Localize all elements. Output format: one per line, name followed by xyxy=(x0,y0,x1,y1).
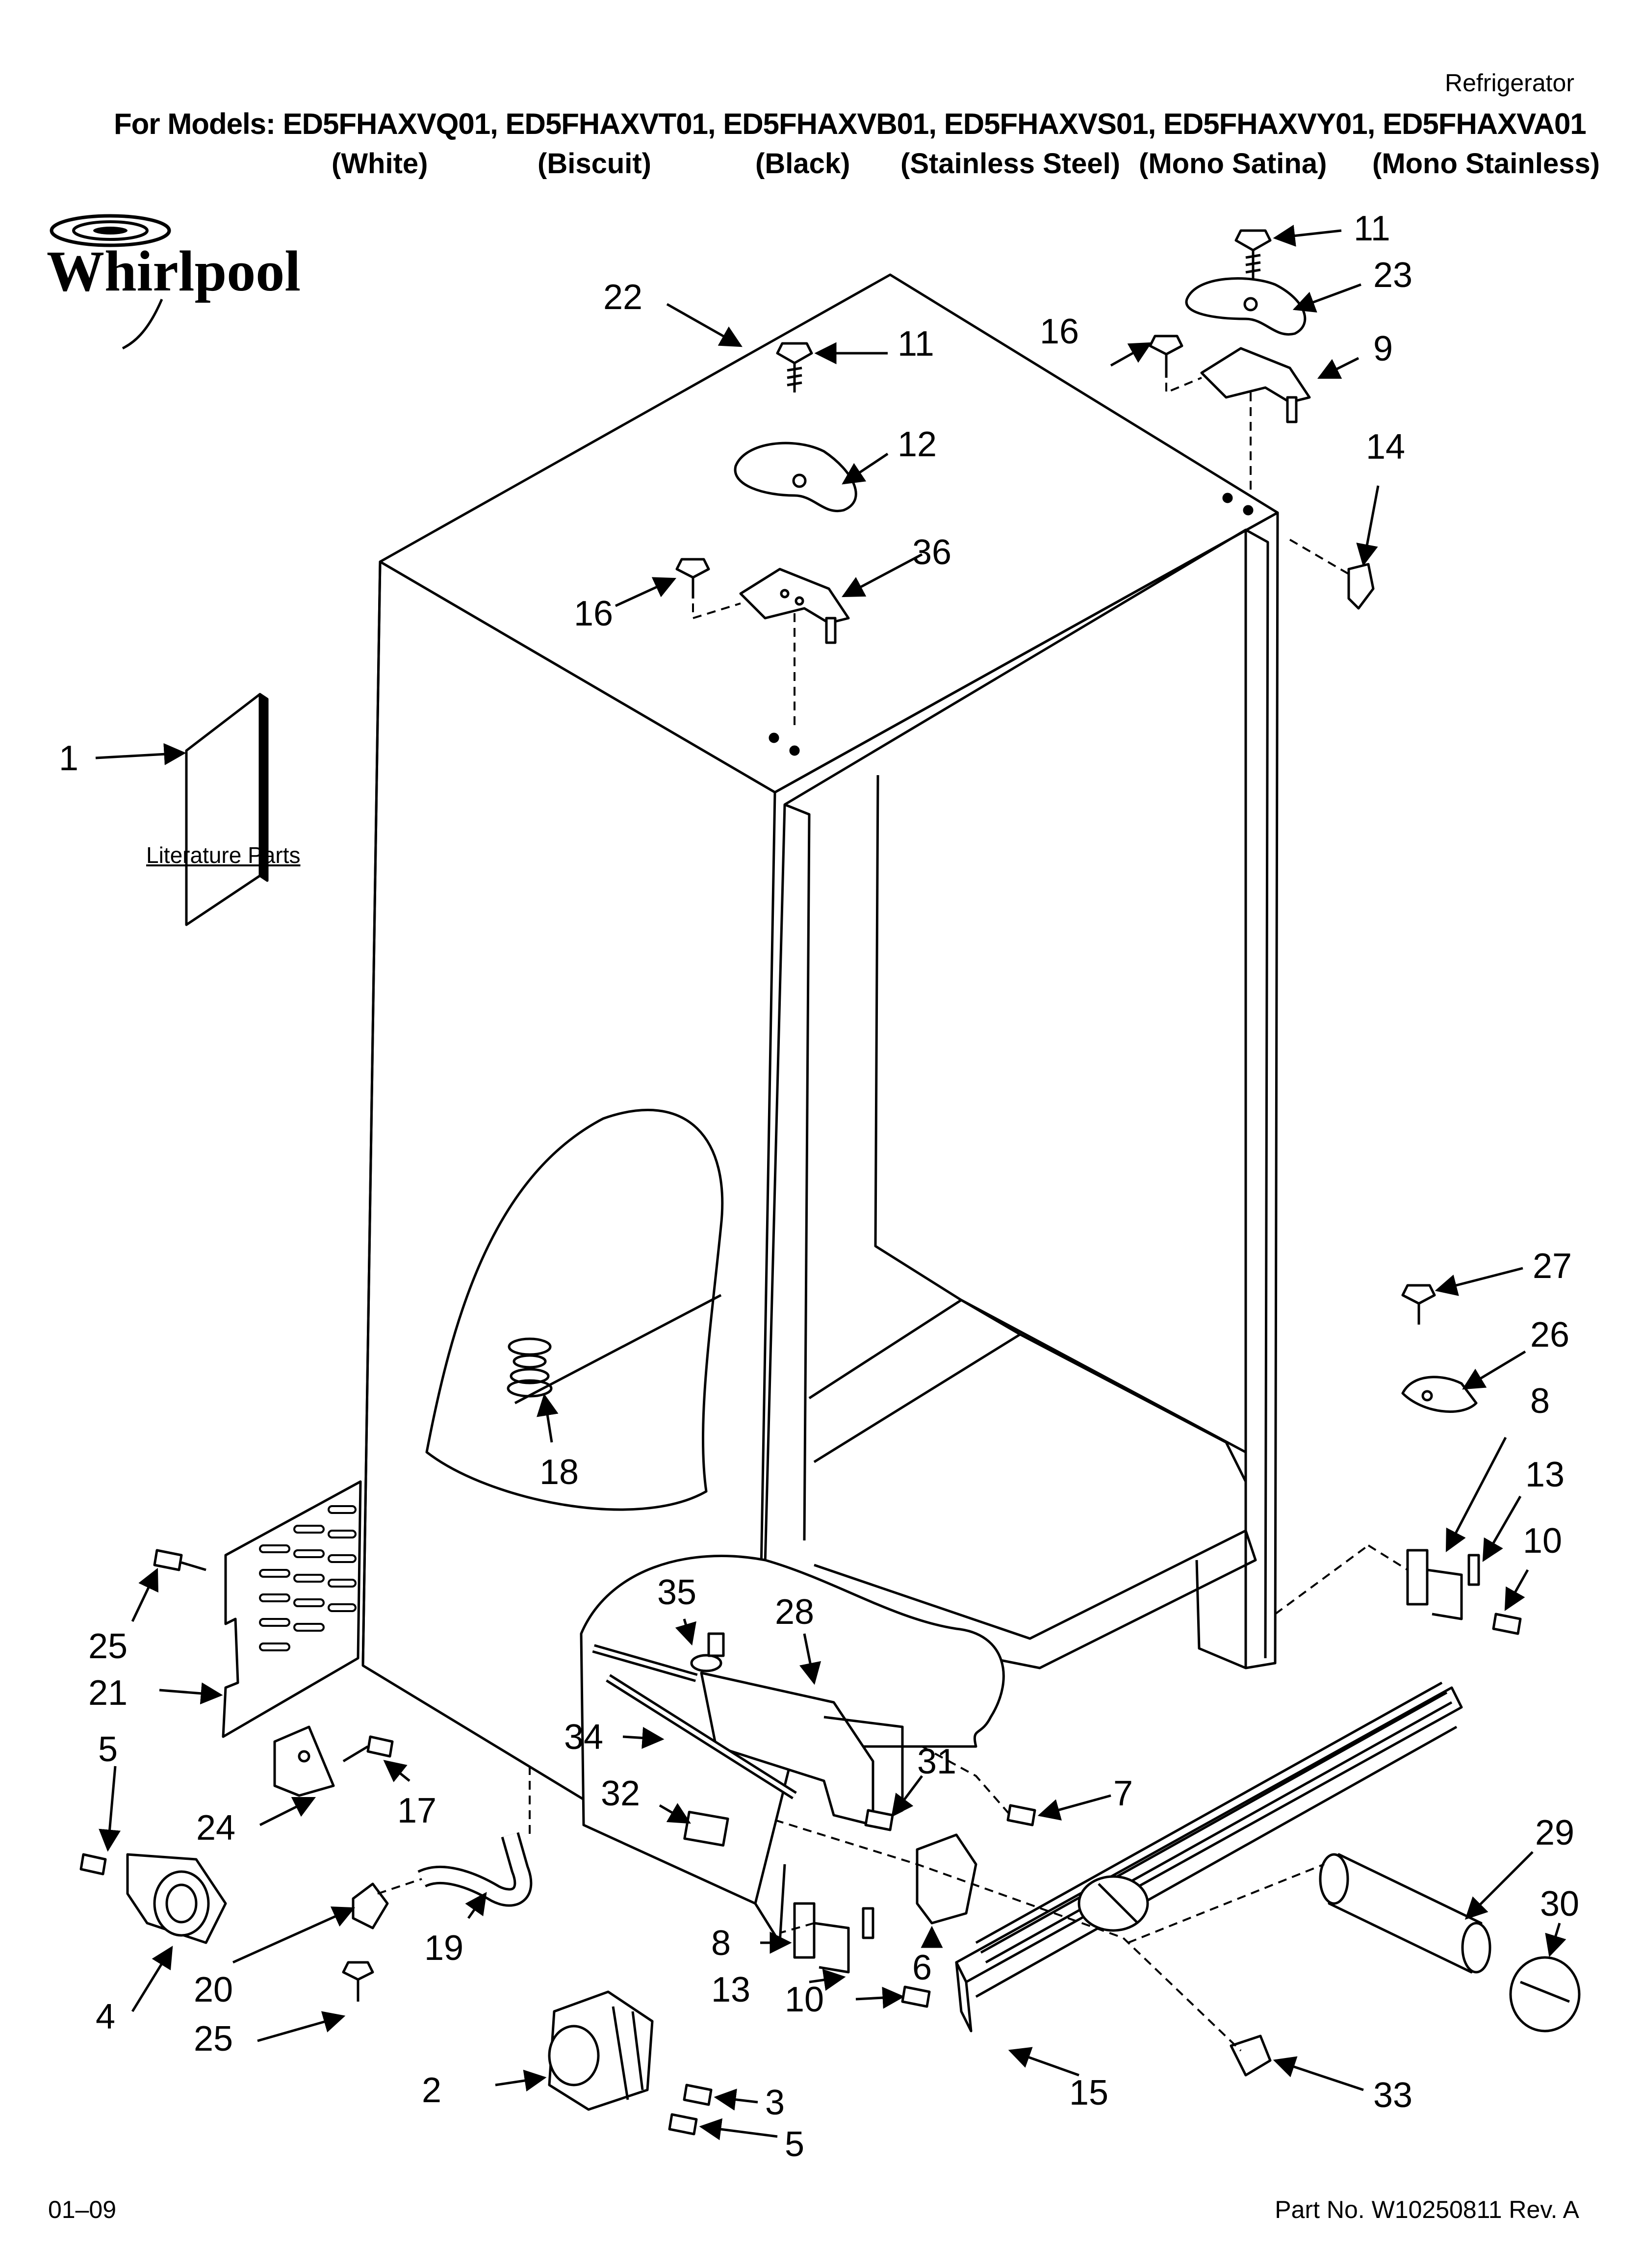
screw-31 xyxy=(864,1809,894,1831)
callout-27: 27 xyxy=(1533,1247,1572,1286)
category-label: Refrigerator xyxy=(1445,69,1574,97)
part-number: Part No. W10250811 Rev. A xyxy=(1275,2196,1579,2223)
part-2-wheel-assembly xyxy=(548,1990,654,2111)
part-23-hinge-cover xyxy=(1185,277,1307,336)
callout-13-lower: 13 xyxy=(711,1970,750,2009)
part-1-literature-booklet xyxy=(185,693,269,926)
part-15-base-grille xyxy=(955,1681,1463,2033)
callout-2: 2 xyxy=(422,2071,441,2110)
callout-22: 22 xyxy=(603,278,642,317)
callout-7: 7 xyxy=(1113,1774,1133,1813)
callout-18: 18 xyxy=(539,1453,579,1492)
part-34-tube xyxy=(606,1674,797,1799)
part-6-clip xyxy=(916,1833,977,1925)
part-26-hinge-shim xyxy=(1401,1376,1478,1413)
screw-10-lower xyxy=(901,1985,931,2008)
callout-3: 3 xyxy=(765,2083,785,2122)
callout-20: 20 xyxy=(194,1970,233,2009)
callout-5-left: 5 xyxy=(98,1730,118,1769)
color-label-mono-satina: (Mono Satina) xyxy=(1139,148,1327,180)
callout-23: 23 xyxy=(1373,256,1412,295)
callout-25-left: 25 xyxy=(88,1627,128,1666)
part-24-bracket xyxy=(273,1725,335,1797)
callout-4: 4 xyxy=(96,1997,115,2036)
callout-8-lower: 8 xyxy=(711,1924,731,1963)
date-code: 01–09 xyxy=(48,2196,117,2223)
callout-36: 36 xyxy=(912,533,951,572)
screw-10-right xyxy=(1492,1613,1522,1635)
callout-6: 6 xyxy=(912,1948,932,1987)
logo-wordmark: Whirlpool xyxy=(47,239,301,303)
part-36-hinge-bracket xyxy=(739,568,850,644)
callout-17: 17 xyxy=(397,1791,436,1830)
part-21-rear-panel xyxy=(222,1480,362,1738)
callout-29: 29 xyxy=(1535,1813,1574,1852)
part-32-pad xyxy=(683,1810,729,1847)
part-20-clamp xyxy=(352,1882,389,1929)
callout-12: 12 xyxy=(898,425,937,464)
screw-16-top-right xyxy=(1149,335,1183,378)
callout-24: 24 xyxy=(196,1808,235,1848)
callout-16-left: 16 xyxy=(574,594,613,633)
color-label-black: (Black) xyxy=(755,148,850,180)
screw-16-top-left xyxy=(675,558,710,599)
screw-5-bottom xyxy=(668,2113,698,2136)
part-30-filter-cap xyxy=(1509,1956,1581,2033)
part-4-wheel-assembly xyxy=(126,1853,227,1944)
color-label-stainless-steel: (Stainless Steel) xyxy=(900,148,1121,180)
callout-19: 19 xyxy=(424,1929,463,1968)
part-33-filter-clip xyxy=(1230,2034,1272,2077)
models-line: For Models: ED5FHAXVQ01, ED5FHAXVT01, ED… xyxy=(114,107,1587,140)
screw-25-lower xyxy=(342,1961,374,2002)
part-9-hinge-bracket xyxy=(1200,347,1311,423)
screw-17 xyxy=(342,1735,394,1763)
callout-34: 34 xyxy=(564,1718,603,1757)
part-18-drain-grommet xyxy=(507,1337,553,1398)
callout-28: 28 xyxy=(775,1592,814,1632)
callout-26: 26 xyxy=(1530,1315,1569,1355)
screw-11-top-left xyxy=(776,342,813,392)
screw-11-top-right xyxy=(1234,229,1272,280)
color-label-mono-stainless: (Mono Stainless) xyxy=(1372,148,1600,180)
part-19-hose xyxy=(417,1832,533,1907)
screw-5-left xyxy=(79,1853,107,1876)
part-35-tube xyxy=(592,1644,698,1682)
callout-8-right: 8 xyxy=(1530,1382,1550,1421)
screw-25-upper xyxy=(153,1549,206,1571)
color-label-biscuit: (Biscuit) xyxy=(538,148,651,180)
part-8-bracket-right xyxy=(1406,1549,1480,1620)
callout-14: 14 xyxy=(1366,427,1405,467)
callout-10-right: 10 xyxy=(1523,1521,1562,1561)
screw-27 xyxy=(1401,1284,1436,1325)
part-8-bracket-lower xyxy=(793,1902,874,1974)
callout-31: 31 xyxy=(917,1742,956,1781)
color-label-white: (White) xyxy=(332,148,428,180)
callout-5-bottom: 5 xyxy=(785,2125,804,2164)
callout-16-right: 16 xyxy=(1040,312,1079,351)
callout-30: 30 xyxy=(1540,1884,1579,1924)
screw-3 xyxy=(683,2084,713,2106)
whirlpool-logo: Whirlpool xyxy=(47,214,301,350)
callout-13-right: 13 xyxy=(1525,1455,1565,1494)
callout-33: 33 xyxy=(1373,2076,1412,2115)
screw-7 xyxy=(1006,1804,1036,1826)
part-12-hinge-cover xyxy=(734,442,857,513)
callout-35: 35 xyxy=(657,1573,696,1612)
callout-9: 9 xyxy=(1373,329,1393,368)
callout-11-left: 11 xyxy=(898,324,934,364)
callout-32: 32 xyxy=(601,1774,640,1813)
callout-21: 21 xyxy=(88,1673,128,1713)
literature-parts-label: Literature Parts xyxy=(146,842,301,868)
callout-11-right: 11 xyxy=(1354,209,1390,248)
callout-10-lower: 10 xyxy=(785,1980,824,2019)
callout-1: 1 xyxy=(59,739,78,778)
part-14-clip xyxy=(1347,563,1375,610)
cutaway-view-upper xyxy=(425,1109,724,1511)
part-29-water-filter xyxy=(1319,1853,1491,1974)
callout-15: 15 xyxy=(1069,2073,1108,2112)
callout-25-bottom: 25 xyxy=(194,2019,233,2059)
